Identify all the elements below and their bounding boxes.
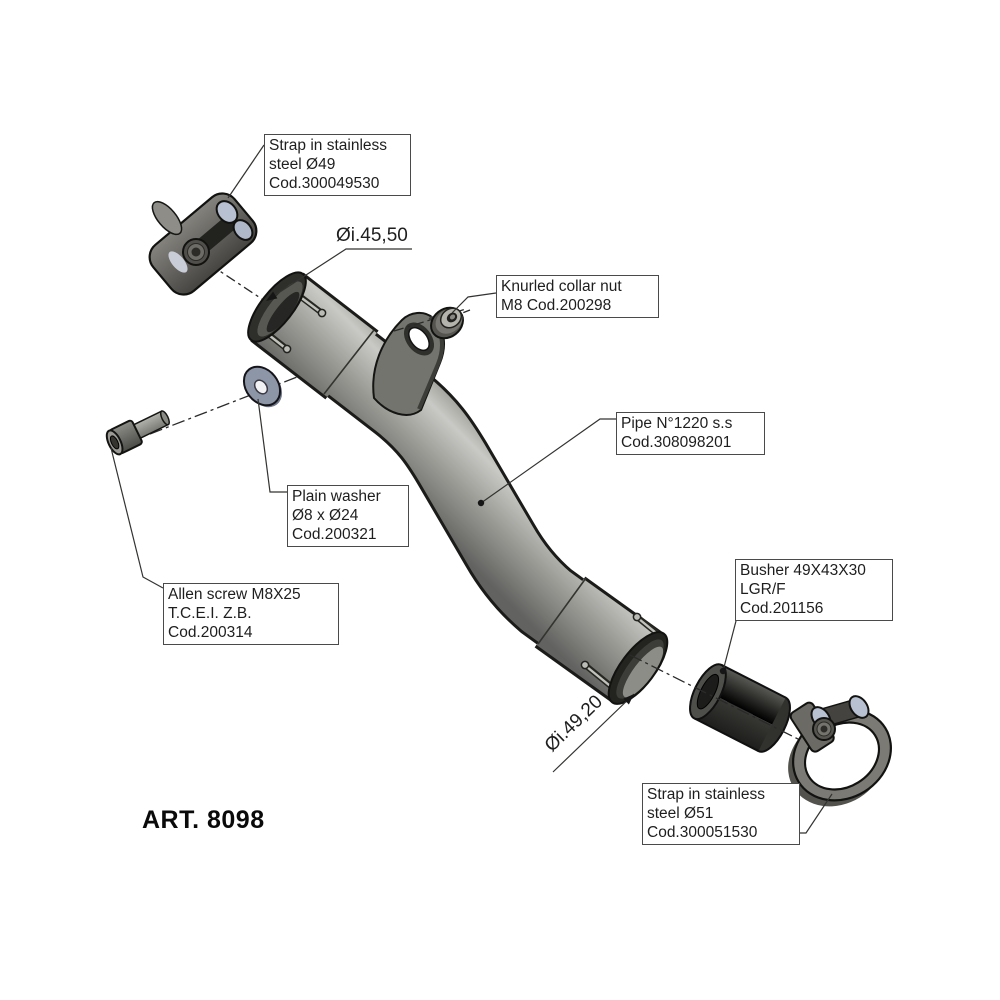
label-line: Pipe N°1220 s.s [621, 415, 733, 432]
allen-screw-drawing [105, 410, 170, 456]
label-line: Strap in stainless [269, 137, 388, 154]
label-allen-screw: Allen screw M8X25 T.C.E.I. Z.B. Cod.2003… [163, 583, 339, 645]
pipe-drawing [247, 271, 669, 705]
label-line: Busher 49X43X30 [740, 562, 866, 579]
centerline-top-strap-axis [208, 263, 269, 304]
label-line: Cod.308098201 [621, 434, 732, 451]
label-line: LGR/F [740, 581, 786, 598]
pipe-mouth-top [247, 271, 307, 343]
label-line: T.C.E.I. Z.B. [168, 605, 252, 622]
leader-lines [110, 144, 833, 834]
label-line: steel Ø51 [647, 805, 714, 822]
label-line: Cod.200314 [168, 624, 253, 641]
top-strap-clamp-drawing [148, 192, 258, 296]
label-plain-washer: Plain washer Ø8 x Ø24 Cod.200321 [287, 485, 409, 547]
label-line: steel Ø49 [269, 156, 336, 173]
knurled-collar-nut-drawing [430, 306, 464, 340]
label-line: Cod.300049530 [269, 175, 380, 192]
article-number: ART. 8098 [142, 806, 265, 834]
label-line: M8 Cod.200298 [501, 297, 612, 314]
label-line: Ø8 x Ø24 [292, 507, 359, 524]
busher-drawing [689, 663, 791, 753]
label-line: Knurled collar nut [501, 278, 622, 295]
bottom-strap-screw-head [812, 717, 836, 741]
centerline-screw-axis-over-bracket [393, 308, 467, 332]
label-line: Plain washer [292, 488, 381, 505]
plain-washer-drawing [242, 365, 283, 408]
centerline-bottom-axis [629, 654, 807, 744]
label-busher: Busher 49X43X30 LGR/F Cod.201156 [735, 559, 893, 621]
label-strap-51: Strap in stainless steel Ø51 Cod.3000515… [642, 783, 800, 845]
label-line: Cod.300051530 [647, 824, 758, 841]
dimension-top-inner-diameter: Øi.45,50 [336, 225, 408, 246]
label-line: Allen screw M8X25 [168, 586, 301, 603]
label-line: Cod.200321 [292, 526, 377, 543]
label-line: Strap in stainless [647, 786, 766, 803]
label-pipe: Pipe N°1220 s.s Cod.308098201 [616, 412, 765, 455]
bottom-strap-clamp-drawing [788, 695, 892, 807]
label-strap-49: Strap in stainless steel Ø49 Cod.3000495… [264, 134, 411, 196]
pipe-mouth-bottom [607, 631, 669, 705]
leader-endpoints [266, 291, 727, 705]
label-knurled-collar-nut: Knurled collar nut M8 Cod.200298 [496, 275, 659, 318]
label-line: Cod.201156 [740, 600, 824, 617]
top-strap-screw-head [182, 238, 210, 266]
